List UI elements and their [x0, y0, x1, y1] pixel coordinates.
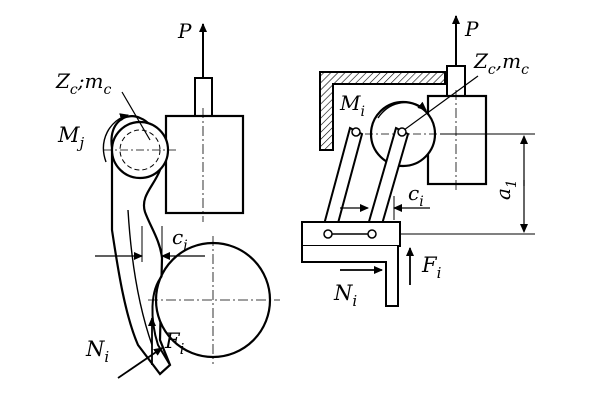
left-force-ni-label: Ni: [85, 337, 109, 366]
right-figure: P Mi Zc,mc ci a1: [301, 15, 535, 310]
right-force-ni-label: Ni: [333, 281, 357, 310]
left-ci-label: ci: [172, 225, 188, 254]
right-zc-mc-label: Zc,mc: [473, 49, 529, 78]
right-force-p-label: P: [464, 17, 479, 41]
right-pin-bottom-left: [323, 229, 333, 239]
right-ci-label: ci: [408, 181, 424, 210]
left-lever-tip: [151, 275, 171, 366]
left-lever: [110, 115, 172, 376]
left-figure: P Mj Zc;mc ci Ni Fi: [55, 19, 280, 379]
right-slider-leg: [301, 246, 399, 307]
right-cylinder: [426, 94, 488, 186]
left-piston-rod: [194, 77, 213, 117]
left-force-p-label: P: [177, 19, 192, 43]
left-force-fi-label: Fi: [164, 329, 185, 358]
right-zc-leader: [403, 75, 479, 131]
left-lever-inner-edge: [127, 209, 153, 346]
right-pin-top-left: [351, 127, 361, 137]
right-moment-mi-label: Mi: [339, 91, 365, 120]
left-zc-mc-label: Zc;mc: [55, 69, 111, 98]
left-moment-mj-arc: [102, 113, 129, 163]
right-frame-hatch: [319, 71, 446, 151]
left-moment-mj-label: Mj: [57, 123, 85, 152]
right-moment-mi-arc: [377, 101, 427, 119]
right-force-fi-label: Fi: [421, 253, 442, 282]
left-cylinder: [164, 114, 245, 215]
left-force-ni-arrow: [117, 347, 163, 379]
left-zc-leader: [121, 91, 151, 141]
right-a1-label: a1: [491, 179, 520, 200]
right-pin-top-right: [397, 127, 407, 137]
right-pin-bottom-right: [367, 229, 377, 239]
